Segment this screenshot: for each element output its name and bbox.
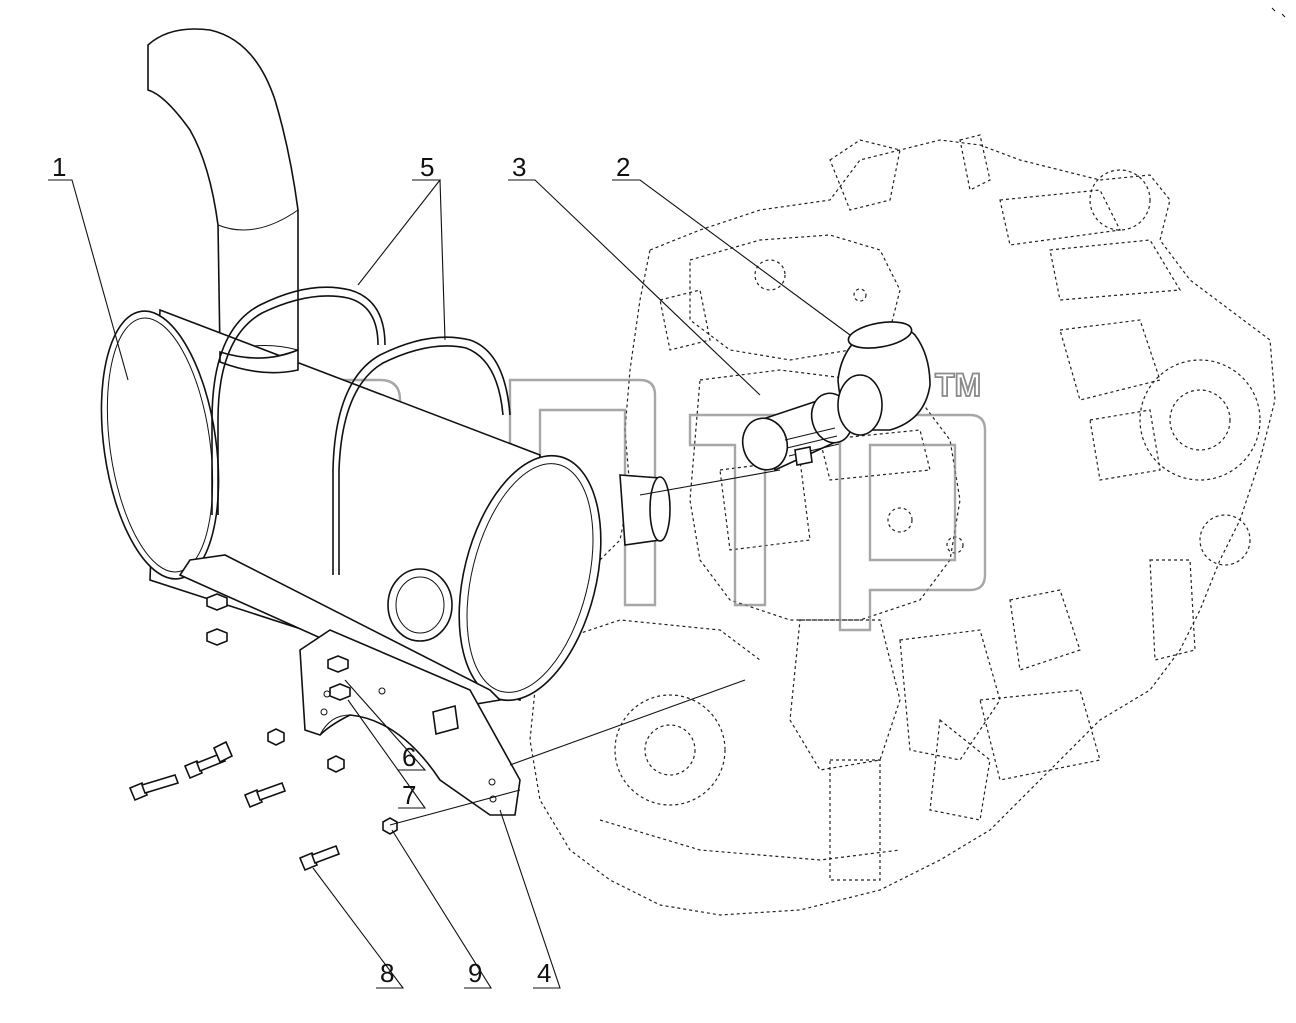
watermark-tm: TM <box>935 367 981 403</box>
callout-9: 9 <box>468 958 482 988</box>
callout-4: 4 <box>537 958 551 988</box>
callout-3: 3 <box>512 152 526 182</box>
watermark: TM <box>278 366 987 632</box>
callout-8: 8 <box>380 958 394 988</box>
callout-labels: 1 2 3 4 5 6 7 8 9 <box>52 152 630 988</box>
callout-2: 2 <box>616 152 630 182</box>
nuts-and-bolts <box>128 593 398 872</box>
callout-7: 7 <box>402 780 416 810</box>
exhaust-pipe <box>147 28 299 359</box>
mounting-straps <box>211 286 511 575</box>
corner-marks <box>1271 7 1286 18</box>
muffler-body <box>100 308 671 702</box>
exhaust-elbow <box>837 321 931 436</box>
assembly-axes <box>389 469 781 826</box>
callout-6: 6 <box>402 742 416 772</box>
mounting-bracket <box>178 554 521 816</box>
callout-5: 5 <box>420 152 434 182</box>
callout-leaders <box>48 179 851 989</box>
engine-outline <box>529 134 1276 916</box>
callout-1: 1 <box>52 152 66 182</box>
